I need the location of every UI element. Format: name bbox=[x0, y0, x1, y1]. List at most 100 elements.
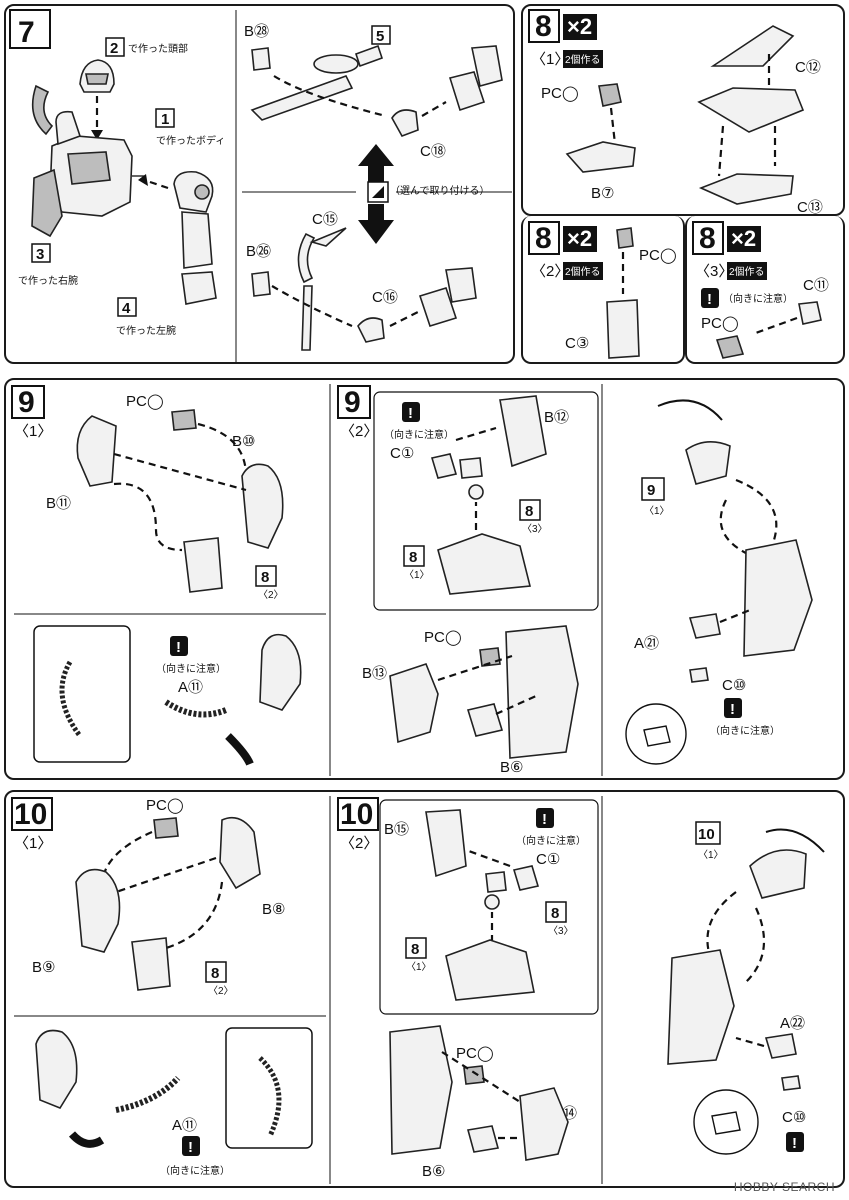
lower-leg-9 bbox=[743, 539, 813, 657]
step10-2-ref1: 8 bbox=[551, 905, 559, 922]
b10-part bbox=[241, 463, 284, 549]
caution-icon bbox=[701, 288, 719, 308]
step10-1-caution-icon-glyph: ! bbox=[188, 1139, 193, 1156]
step9-2-b12: B⑫ bbox=[544, 409, 569, 426]
watermark: HOBBY SEARCH bbox=[733, 1180, 835, 1194]
step10-1-pcb: PC◯ bbox=[146, 797, 184, 814]
hand-lower bbox=[418, 287, 458, 327]
step8-1-qty-box bbox=[563, 14, 597, 40]
step10-2-ref1-sub: 〈3〉 bbox=[548, 925, 574, 937]
arm-9-arrow bbox=[735, 478, 778, 541]
c16-part bbox=[357, 317, 385, 343]
c12-part bbox=[697, 87, 805, 133]
step10-1-b9: B⑨ bbox=[32, 959, 55, 976]
c15-axe-shaft bbox=[301, 285, 313, 351]
c13-arrow-left bbox=[717, 125, 725, 177]
step7-c15: C⑮ bbox=[312, 211, 338, 228]
left-arm-arrow bbox=[143, 178, 169, 190]
step7-swap-text: （選んで取り付ける） bbox=[390, 184, 490, 197]
c11-arrow bbox=[752, 316, 798, 336]
step9-2-ref3: 9 bbox=[647, 482, 655, 499]
pci-part bbox=[715, 335, 745, 359]
step9-diagram: 9 〈1〉 PC◯ B⑩ B⑪ 8 〈2〉 ! （向きに注意） A⑪ 9 〈2〉… bbox=[11, 384, 813, 776]
b13-part bbox=[389, 663, 439, 744]
step10-1-a11: A⑪ bbox=[172, 1117, 197, 1134]
step10-2-number-box bbox=[337, 797, 379, 831]
step7-number: 7 bbox=[18, 16, 35, 49]
step8-2-diagram: 8 ×2 〈2〉 2個作る PC◯ C③ bbox=[528, 221, 677, 359]
step10-2-caution-icon-glyph: ! bbox=[542, 811, 547, 828]
step9-panel: 9 〈1〉 PC◯ B⑩ B⑪ 8 〈2〉 ! （向きに注意） A⑪ 9 〈2〉… bbox=[4, 378, 845, 780]
left-arm-forearm bbox=[181, 211, 213, 269]
step9-2-caution-icon bbox=[402, 402, 420, 422]
step9-2-ref1-box bbox=[519, 499, 541, 521]
step7-ref4-box bbox=[117, 297, 137, 317]
step8-1-sub: 〈1〉 bbox=[531, 51, 569, 68]
step8-1-number-box bbox=[528, 9, 560, 43]
step8-2-pcj: PC◯ bbox=[639, 247, 677, 264]
step10-1-ref-box bbox=[205, 961, 227, 983]
step9-1-caution-icon-glyph: ! bbox=[176, 639, 181, 656]
a11-wire bbox=[164, 699, 228, 718]
step7-ref5: 5 bbox=[376, 28, 384, 45]
step10-panel: 10 〈1〉 PC◯ B⑨ B⑧ 8 〈2〉 A⑪ ! （向きに注意） 10 〈… bbox=[4, 790, 845, 1188]
step8-1-note: 2個作る bbox=[565, 53, 601, 66]
step10-2-ref3: 10 bbox=[698, 826, 715, 843]
step10-2-caution2-icon-glyph: ! bbox=[792, 1135, 797, 1152]
step8-2-note: 2個作る bbox=[565, 265, 601, 278]
c-ref-arrow bbox=[113, 482, 183, 552]
b8-arrow bbox=[115, 856, 217, 894]
step10-2-ref2-box bbox=[405, 937, 427, 959]
step10-2-caution2-icon bbox=[786, 1132, 804, 1152]
step10-2-caution: （向きに注意） bbox=[516, 834, 586, 847]
step8-3-pci: PC◯ bbox=[701, 315, 739, 332]
b6-arrow bbox=[495, 694, 537, 716]
step7-panel: 7 2 で作った頭部 1 で作ったボディ 3 で作った右腕 bbox=[4, 4, 515, 364]
b26-arrow bbox=[271, 285, 353, 328]
weapon-part bbox=[250, 75, 354, 121]
a22-arrow bbox=[735, 1036, 765, 1048]
step10-1-ref-sub: 〈2〉 bbox=[208, 985, 234, 997]
step10-2-ref3-box bbox=[695, 821, 721, 845]
step10-2-number: 10 bbox=[340, 798, 373, 831]
step9-2-b6: B⑥ bbox=[500, 759, 523, 776]
wire-detail bbox=[59, 660, 83, 738]
step8-3-panel: 8 ×2 〈3〉 2個作る ! （向きに注意） C⑪ PC◯ bbox=[685, 216, 845, 364]
step7-c18: C⑱ bbox=[420, 143, 446, 160]
step9-1-ref-sub: 〈2〉 bbox=[258, 589, 284, 601]
body-shoulder bbox=[55, 110, 82, 146]
step7-diagram: 7 2 で作った頭部 1 で作ったボディ 3 で作った右腕 bbox=[9, 9, 512, 362]
head-visor bbox=[85, 73, 109, 85]
step10-2-a22: A㉒ bbox=[780, 1015, 805, 1032]
step8-1-note-box bbox=[563, 50, 603, 68]
step9-1-number-box bbox=[11, 385, 45, 419]
step9-2-caution2: （向きに注意） bbox=[710, 724, 780, 737]
body-chest bbox=[67, 151, 111, 185]
step9-2-caution-icon-glyph: ! bbox=[408, 405, 413, 422]
step9-1-number: 9 bbox=[18, 386, 35, 419]
ball-joint bbox=[468, 484, 484, 500]
step9-2-inset bbox=[373, 391, 599, 611]
step9-2-ref2-box bbox=[403, 545, 425, 567]
step8-3-note: 2個作る bbox=[729, 265, 765, 278]
b12-arrow bbox=[455, 426, 497, 442]
rotate-arrow-9 bbox=[657, 399, 723, 421]
weapon-drum bbox=[313, 54, 359, 74]
step10-2-caution-icon bbox=[536, 808, 554, 828]
step9-2-c10: C⑩ bbox=[722, 677, 746, 694]
c16-arrow bbox=[389, 311, 419, 327]
step8-1-diagram: 8 ×2 〈1〉 2個作る PC◯ B⑦ C⑫ C⑬ bbox=[528, 9, 823, 214]
b11-part bbox=[76, 415, 117, 487]
step8-1-pcc: PC◯ bbox=[541, 85, 579, 102]
step8-3-caution: （向きに注意） bbox=[723, 292, 793, 305]
step7-b28: B㉘ bbox=[244, 23, 269, 40]
rotate-arrow-10 bbox=[765, 828, 825, 853]
ref8-2-part-10 bbox=[131, 937, 171, 991]
step7-ref3: 3 bbox=[36, 246, 44, 263]
b11-arrow bbox=[113, 452, 247, 492]
step10-2-ref2: 8 bbox=[411, 941, 419, 958]
step10-2-b6: B⑥ bbox=[422, 1163, 445, 1180]
c10-part-10 bbox=[781, 1075, 801, 1091]
step10-2-inset bbox=[379, 799, 599, 1015]
hand-upper bbox=[448, 71, 486, 112]
